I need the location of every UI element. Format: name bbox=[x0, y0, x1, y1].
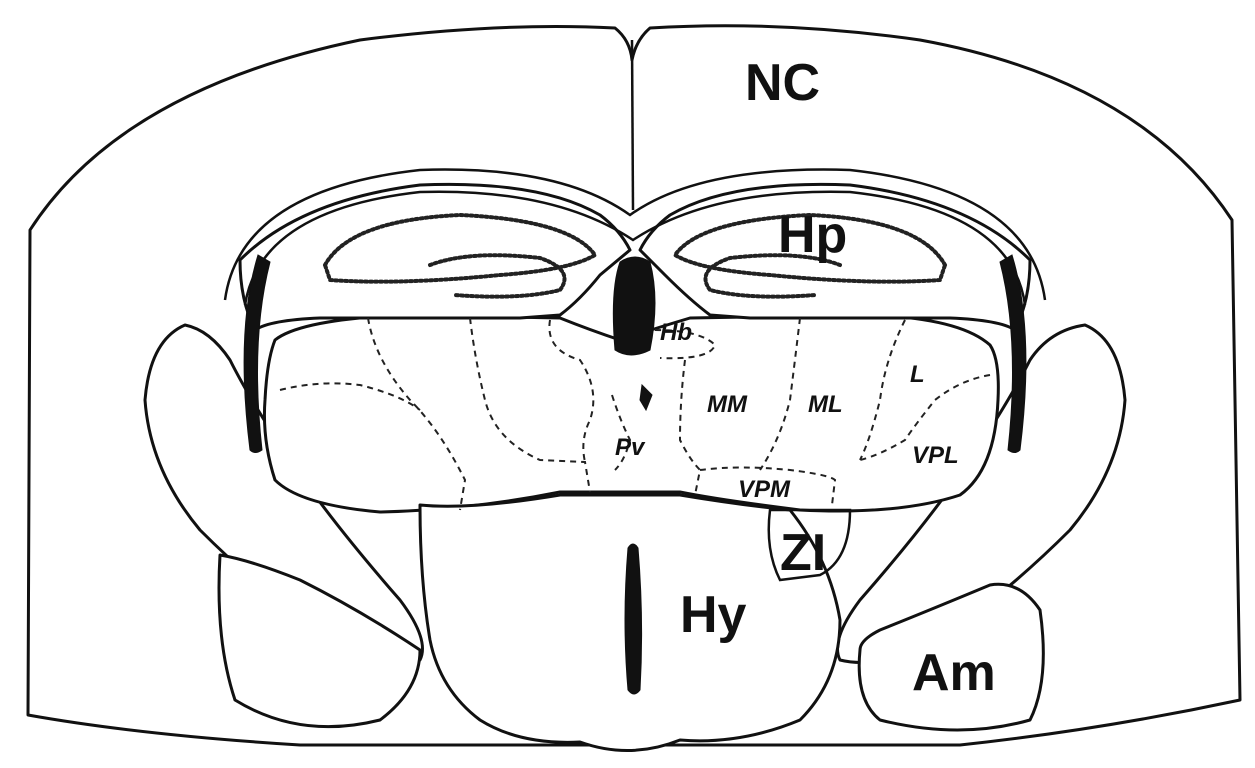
label-ml: ML bbox=[808, 391, 843, 418]
label-vpl: VPL bbox=[912, 442, 959, 469]
third-ventricle-ventral bbox=[625, 544, 642, 694]
label-pv: Pv bbox=[615, 434, 646, 461]
label-hy: Hy bbox=[680, 586, 747, 644]
midline-fissure bbox=[632, 40, 633, 210]
third-ventricle-dorsal bbox=[613, 257, 655, 355]
label-nc: NC bbox=[745, 54, 820, 112]
label-hb: Hb bbox=[660, 319, 692, 346]
label-mm: MM bbox=[707, 391, 748, 418]
label-hp: Hp bbox=[778, 206, 847, 264]
label-l: L bbox=[910, 361, 925, 388]
label-am: Am bbox=[912, 644, 996, 702]
label-zi: ZI bbox=[780, 524, 826, 582]
label-vpm: VPM bbox=[738, 476, 791, 503]
